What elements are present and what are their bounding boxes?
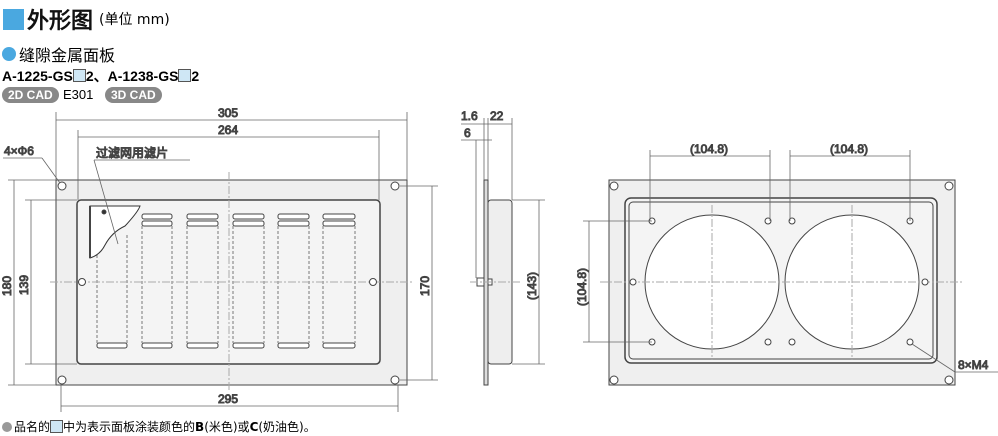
dim-1-6: 1.6 bbox=[461, 109, 478, 123]
front-dimensions bbox=[3, 112, 438, 412]
dim-170: 170 bbox=[418, 276, 432, 296]
note-pre: 品名的 bbox=[14, 420, 51, 434]
unit-label: (单位 mm) bbox=[99, 12, 170, 28]
cad-code: E301 bbox=[63, 87, 94, 102]
section-header: 外形图 (单位 mm) bbox=[3, 3, 170, 35]
rear-view: (104.8) (104.8) (104.8) 8×M4 bbox=[575, 142, 998, 386]
page-title: 外形图 bbox=[27, 9, 94, 34]
hole-label: 4×Φ6 bbox=[4, 144, 34, 158]
separator: 、 bbox=[93, 68, 108, 84]
front-view bbox=[50, 172, 414, 392]
model-a: A-1225-GS bbox=[2, 68, 73, 84]
note-b-desc: (米色)或 bbox=[204, 420, 250, 434]
dim-104-8-right: (104.8) bbox=[830, 142, 868, 156]
color-box-icon bbox=[178, 69, 192, 82]
bullet-icon bbox=[2, 47, 16, 61]
header-square-icon bbox=[3, 8, 24, 30]
note-c-desc: (奶油色)。 bbox=[258, 420, 316, 434]
model-b: A-1238-GS bbox=[107, 68, 179, 84]
dim-104-8-left: (104.8) bbox=[690, 142, 728, 156]
side-view: 1.6 22 6 (143) bbox=[461, 109, 545, 386]
bullet-icon bbox=[2, 421, 12, 432]
product-subtitle: 缝隙金属面板 bbox=[2, 42, 115, 66]
dim-305: 305 bbox=[218, 106, 238, 120]
model-a-suffix: 2 bbox=[85, 68, 94, 84]
cad-3d-button[interactable]: 3D CAD bbox=[105, 87, 162, 103]
dim-180: 180 bbox=[0, 276, 14, 296]
dim-104-8-vertical: (104.8) bbox=[575, 268, 589, 306]
note-mid: 中为表示面板涂装颜色的 bbox=[63, 420, 196, 434]
dim-143: (143) bbox=[525, 272, 539, 300]
model-b-suffix: 2 bbox=[191, 68, 200, 84]
note-c: C bbox=[249, 419, 259, 434]
dim-264: 264 bbox=[218, 123, 238, 137]
color-box-icon bbox=[50, 420, 64, 433]
dim-6: 6 bbox=[464, 126, 471, 140]
cad-2d-button[interactable]: 2D CAD bbox=[2, 87, 59, 103]
screw-label: 8×M4 bbox=[958, 358, 989, 372]
note-b: B bbox=[195, 419, 205, 434]
dim-295: 295 bbox=[218, 392, 238, 406]
filter-label: 过滤网用滤片 bbox=[96, 146, 168, 160]
dim-22: 22 bbox=[490, 109, 504, 123]
color-box-icon bbox=[72, 69, 86, 82]
dim-139: 139 bbox=[17, 275, 31, 295]
subtitle-text: 缝隙金属面板 bbox=[19, 46, 116, 65]
